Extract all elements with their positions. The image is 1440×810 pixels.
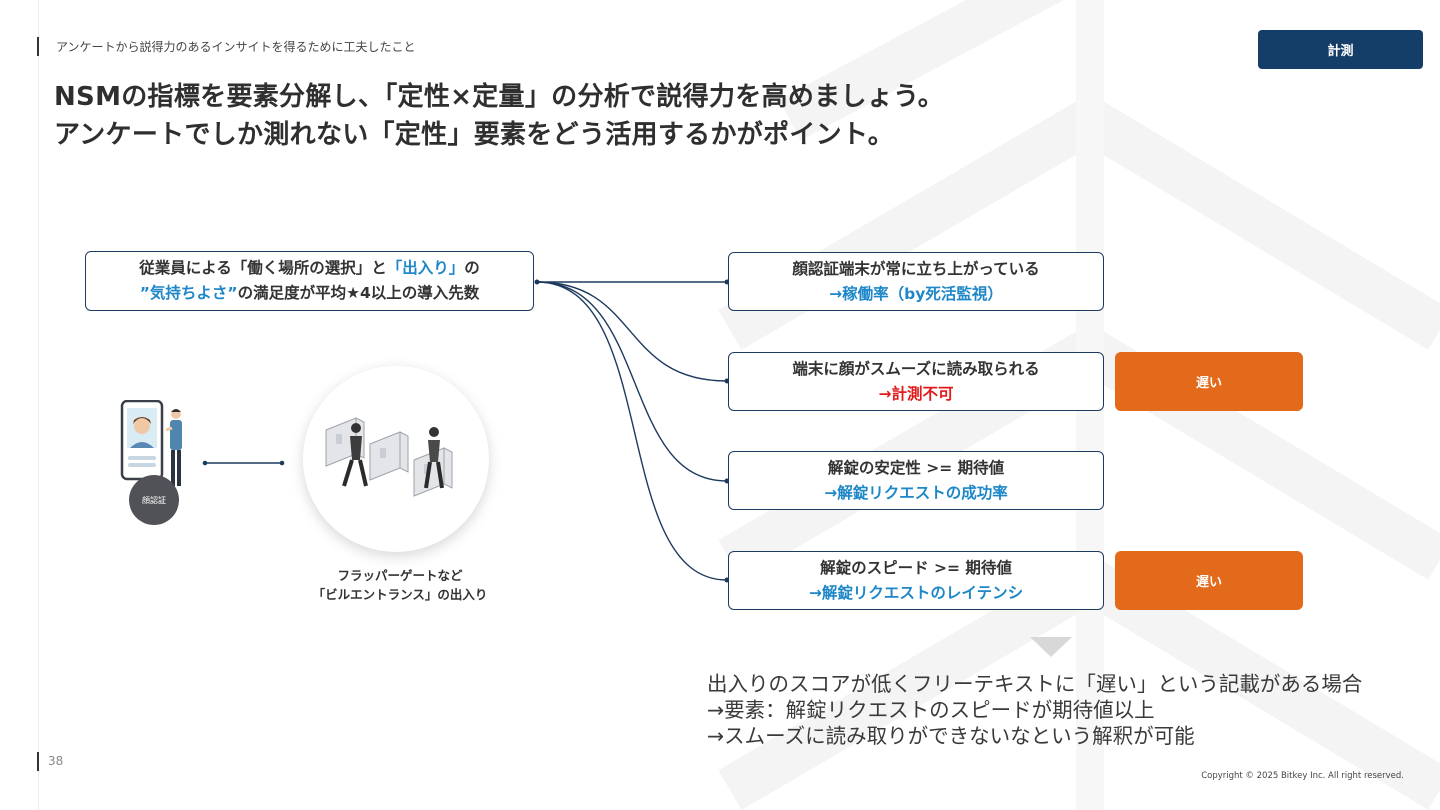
factor-metric: →計測不可 (878, 384, 954, 403)
slide-title: NSMの指標を要素分解し、「定性×定量」の分析で説得力を高めましょう。 アンケー… (54, 78, 944, 154)
page-marker (37, 752, 39, 771)
factor-box-face-read: 端末に顔がスムーズに読み取られる →計測不可 (728, 352, 1104, 411)
face-auth-device-icon (120, 400, 182, 486)
slow-badge-unlock-speed: 遅い (1115, 551, 1303, 610)
title-line-2: アンケートでしか測れない「定性」要素をどう活用するかがポイント。 (54, 120, 895, 150)
category-tag: 計測 (1258, 30, 1423, 69)
title-line-1: NSMの指標を要素分解し、「定性×定量」の分析で説得力を高めましょう。 (54, 82, 945, 112)
connector-origin-dot (534, 279, 540, 285)
factor-title: 解錠のスピード >= 期待値 (820, 558, 1012, 577)
copyright: Copyright © 2025 Bitkey Inc. All right r… (1201, 771, 1404, 781)
link-end-right (279, 460, 285, 466)
root-line-2: ”気持ちよさ”の満足度が平均★4以上の導入先数 (139, 284, 480, 302)
factor-metric: →解錠リクエストの成功率 (824, 483, 1008, 502)
factor-title: 顔認証端末が常に立ち上がっている (792, 259, 1040, 278)
flapper-gate-icon (325, 417, 453, 497)
nsm-root-box: 従業員による「働く場所の選択」と「出入り」の ”気持ちよさ”の満足度が平均★4以… (85, 251, 534, 311)
face-auth-badge: 顔認証 (129, 475, 179, 525)
factor-title: 解錠の安定性 >= 期待値 (827, 458, 1005, 477)
factor-box-unlock-stability: 解錠の安定性 >= 期待値 →解錠リクエストの成功率 (728, 451, 1104, 510)
summary-text: 出入りのスコアが低くフリーテキストに「遅い」という記載がある場合 →要素：解錠リ… (707, 671, 1362, 749)
header-marker (37, 37, 39, 56)
factor-metric: →稼働率（by死活監視） (829, 284, 1003, 303)
factor-box-unlock-speed: 解錠のスピード >= 期待値 →解錠リクエストのレイテンシ (728, 551, 1104, 610)
summary-line-2: →要素：解錠リクエストのスピードが期待値以上 (707, 698, 1155, 722)
slow-badge-face-read: 遅い (1115, 352, 1303, 411)
link-end-left (202, 460, 208, 466)
gate-caption: フラッパーゲートなど 「ビルエントランス」の出入り (312, 568, 488, 602)
page-number: 38 (48, 754, 64, 768)
summary-line-1: 出入りのスコアが低くフリーテキストに「遅い」という記載がある場合 (707, 672, 1363, 696)
summary-line-3: →スムーズに読み取りができないなという解釈が可能 (707, 724, 1195, 748)
factor-metric: →解錠リクエストのレイテンシ (808, 583, 1024, 602)
factor-title: 端末に顔がスムーズに読み取られる (792, 359, 1040, 378)
slide-subtitle: アンケートから説得力のあるインサイトを得るために工夫したこと (56, 40, 416, 54)
down-arrow-icon (1030, 637, 1072, 657)
root-line-1: 従業員による「働く場所の選択」と「出入り」の (139, 259, 480, 277)
left-rule (38, 0, 39, 810)
factor-box-uptime: 顔認証端末が常に立ち上がっている →稼働率（by死活監視） (728, 252, 1104, 311)
